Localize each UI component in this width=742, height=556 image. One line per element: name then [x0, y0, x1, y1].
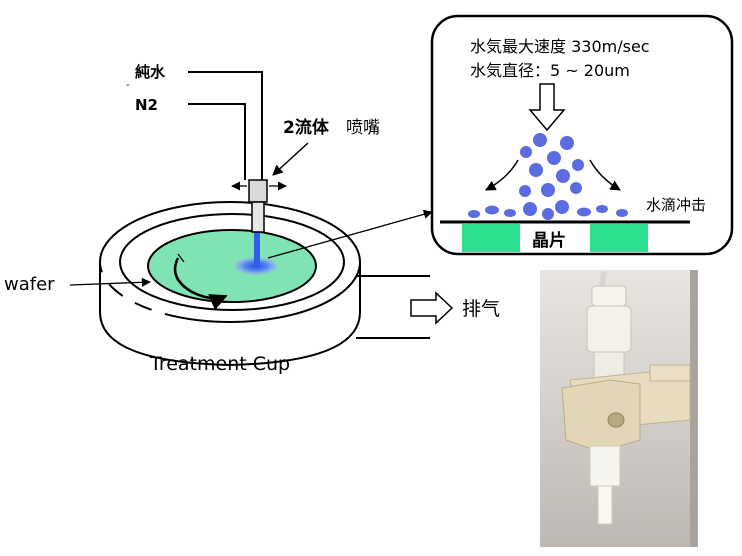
droplet [533, 133, 547, 147]
droplet [547, 151, 561, 165]
detail-leader-arrow [267, 209, 433, 259]
droplet [529, 163, 543, 177]
droplet [504, 209, 516, 217]
two-fluid-label: 2流体 [283, 117, 330, 138]
impact-label: 水滴冲击 [646, 196, 706, 214]
photo-stem [589, 445, 621, 487]
droplet [616, 209, 628, 217]
photo-fitting-body [586, 305, 632, 353]
photo-body-hole [607, 412, 625, 428]
downward-flow-arrow-icon [528, 83, 566, 132]
nozzle-head [248, 179, 268, 203]
droplet [542, 208, 554, 220]
photo-stem-tip [597, 485, 613, 525]
droplet [560, 136, 574, 150]
detail-inset: 水気最大速度 330m/sec 水気直径：5 ~ 20um [430, 14, 734, 256]
droplet [520, 146, 532, 158]
dash-mark: - [126, 80, 130, 91]
droplet [570, 182, 582, 194]
droplets [468, 133, 628, 220]
nozzle-tip [251, 201, 265, 233]
n2-label: N2 [135, 96, 158, 114]
supply-lines [188, 71, 263, 180]
rotation-tick [177, 253, 185, 263]
droplet [572, 159, 584, 171]
photo-fitting-top [591, 285, 627, 307]
pure-water-line [188, 71, 263, 180]
rotation-arrow [173, 257, 228, 311]
inset-diameter-text: 水気直径：5 ~ 20um [470, 61, 630, 80]
photo-edge-shadow [690, 270, 698, 547]
wafer-pointer-arrow [69, 277, 151, 287]
photo-body-block [561, 379, 641, 453]
pure-water-label: 純水 [135, 63, 166, 81]
treatment-cup [99, 201, 430, 367]
nozzle-label: 喷嘴 [346, 118, 380, 138]
wafer-block-label: 晶片 [532, 230, 566, 251]
droplet [519, 185, 531, 197]
exhaust-arrow-icon [410, 291, 454, 325]
droplet [541, 183, 555, 197]
splash-left-arrow [485, 159, 519, 191]
droplet [596, 205, 608, 213]
exhaust-label: 排气 [462, 298, 500, 320]
photo-plate-block [649, 364, 691, 382]
droplet [468, 210, 480, 218]
splash-right-arrow [589, 159, 621, 191]
droplet [523, 202, 537, 216]
wafer-block-left [462, 224, 520, 252]
wafer-label: wafer [4, 274, 55, 295]
spray-stream [254, 232, 260, 266]
n2-line [188, 103, 246, 180]
inset-frame [430, 14, 734, 256]
nozzle-photo [540, 270, 698, 547]
droplet [556, 169, 570, 183]
inset-speed-text: 水気最大速度 330m/sec [470, 37, 650, 56]
nozzle-pointer-arrow [272, 142, 309, 176]
treatment-cup-label: Treatment Cup [149, 353, 290, 375]
wafer-disc [147, 229, 317, 303]
droplet [485, 205, 499, 215]
droplet [577, 207, 591, 217]
wafer-block-right [590, 224, 648, 252]
nozzle [231, 179, 287, 233]
droplet [555, 200, 569, 214]
